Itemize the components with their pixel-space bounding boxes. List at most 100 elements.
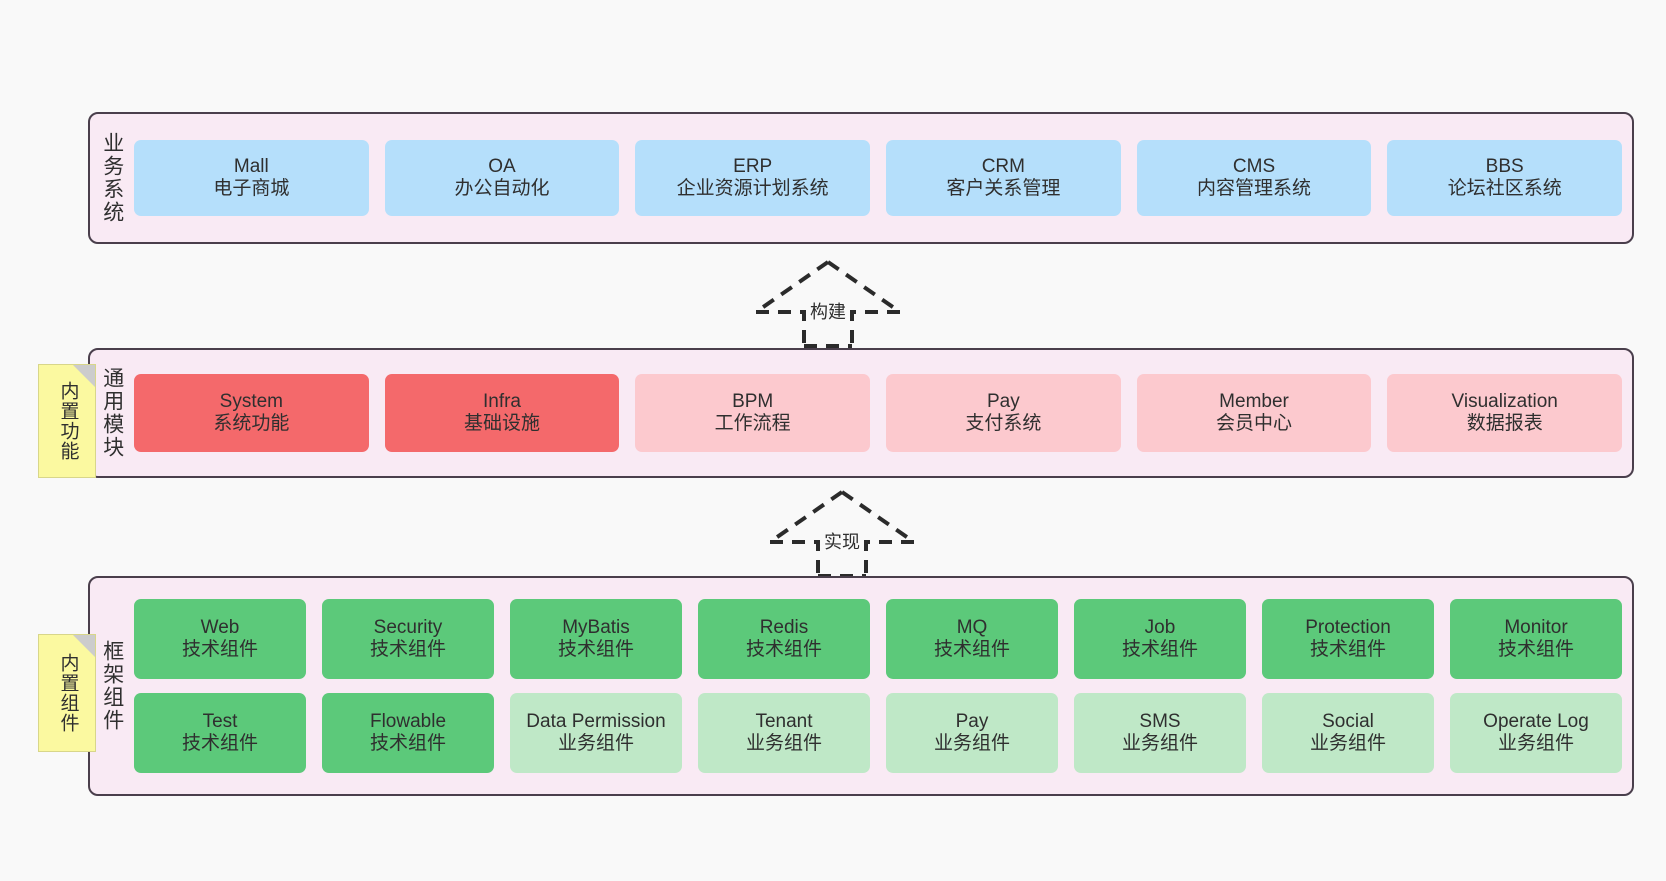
connector-label-build: 构建 [808, 298, 848, 324]
node-security[interactable]: Security 技术组件 [322, 599, 494, 679]
layer-title-framework: 框架组件 [100, 640, 124, 732]
node-mall[interactable]: Mall 电子商城 [134, 140, 369, 216]
dashed-arrow-up-icon [754, 260, 902, 348]
node-mq[interactable]: MQ 技术组件 [886, 599, 1058, 679]
node-tenant[interactable]: Tenant 业务组件 [698, 693, 870, 773]
node-social[interactable]: Social 业务组件 [1262, 693, 1434, 773]
node-system[interactable]: System 系统功能 [134, 374, 369, 452]
node-title: BPM [732, 390, 774, 412]
node-title: ERP [733, 155, 773, 177]
node-member[interactable]: Member 会员中心 [1136, 374, 1372, 452]
node-subtitle: 技术组件 [1309, 639, 1386, 660]
node-title: Member [1219, 390, 1289, 412]
node-subtitle: 支付系统 [965, 413, 1042, 434]
node-subtitle: 办公自动化 [454, 178, 550, 199]
node-subtitle: 技术组件 [181, 639, 258, 660]
node-subtitle: 业务组件 [1121, 733, 1198, 754]
node-subtitle: 内容管理系统 [1197, 178, 1312, 199]
node-subtitle: 技术组件 [1121, 639, 1198, 660]
node-job[interactable]: Job 技术组件 [1074, 599, 1246, 679]
node-title: Tenant [755, 710, 813, 732]
layer-title-common: 通用模块 [100, 367, 124, 459]
node-title: Job [1144, 616, 1176, 638]
layer-body-framework: Web 技术组件 Security 技术组件 MyBatis 技术组件 Redi… [134, 578, 1632, 794]
node-row: Mall 电子商城 OA 办公自动化 ERP 企业资源计划系统 CRM 客户关系… [134, 140, 1623, 216]
connector-realize: 实现 [762, 486, 922, 578]
node-subtitle: 技术组件 [557, 639, 634, 660]
layer-title-business: 业务系统 [100, 132, 124, 224]
node-subtitle: 业务组件 [933, 733, 1010, 754]
node-title: Data Permission [526, 710, 666, 732]
node-title: System [219, 390, 284, 412]
node-operate-log[interactable]: Operate Log 业务组件 [1450, 693, 1622, 773]
layer-business-system: 业务系统 Mall 电子商城 OA 办公自动化 ERP 企业资源计划系统 CRM… [88, 112, 1634, 244]
node-bpm[interactable]: BPM 工作流程 [635, 374, 871, 452]
node-row: System 系统功能 Infra 基础设施 BPM 工作流程 Pay 支付系统… [134, 374, 1623, 452]
connector-label-realize: 实现 [822, 528, 862, 554]
node-erp[interactable]: ERP 企业资源计划系统 [635, 140, 871, 216]
node-protection[interactable]: Protection 技术组件 [1262, 599, 1434, 679]
node-subtitle: 数据报表 [1466, 413, 1543, 434]
node-title: Pay [986, 390, 1020, 412]
node-title: Mall [233, 155, 269, 177]
node-title: Security [373, 616, 443, 638]
node-visualization[interactable]: Visualization 数据报表 [1387, 374, 1623, 452]
node-subtitle: 技术组件 [181, 733, 258, 754]
node-subtitle: 论坛社区系统 [1447, 178, 1562, 199]
node-title: MQ [956, 616, 988, 638]
node-flowable[interactable]: Flowable 技术组件 [322, 693, 494, 773]
node-row: Web 技术组件 Security 技术组件 MyBatis 技术组件 Redi… [134, 599, 1622, 679]
node-monitor[interactable]: Monitor 技术组件 [1450, 599, 1622, 679]
connector-build: 构建 [748, 256, 908, 348]
node-oa[interactable]: OA 办公自动化 [384, 140, 620, 216]
node-title: Monitor [1504, 616, 1568, 638]
node-title: CMS [1232, 155, 1276, 177]
node-subtitle: 技术组件 [369, 639, 446, 660]
node-subtitle: 系统功能 [213, 413, 290, 434]
node-test[interactable]: Test 技术组件 [134, 693, 306, 773]
node-title: Protection [1305, 616, 1391, 638]
sticky-note-builtin-component: 内置组件 [38, 634, 96, 752]
node-subtitle: 业务组件 [745, 733, 822, 754]
node-title: Infra [482, 390, 522, 412]
node-infra[interactable]: Infra 基础设施 [384, 374, 620, 452]
node-subtitle: 业务组件 [1309, 733, 1386, 754]
layer-body-business: Mall 电子商城 OA 办公自动化 ERP 企业资源计划系统 CRM 客户关系… [134, 114, 1632, 242]
sticky-note-label: 内置功能 [57, 381, 79, 461]
node-title: OA [488, 155, 516, 177]
node-title: BBS [1485, 155, 1524, 177]
node-subtitle: 电子商城 [213, 178, 290, 199]
node-row: Test 技术组件 Flowable 技术组件 Data Permission … [134, 693, 1622, 773]
node-subtitle: 技术组件 [1497, 639, 1574, 660]
layer-framework-component: 框架组件 Web 技术组件 Security 技术组件 MyBatis 技术组件… [88, 576, 1634, 796]
node-sms[interactable]: SMS 业务组件 [1074, 693, 1246, 773]
node-cms[interactable]: CMS 内容管理系统 [1136, 140, 1372, 216]
node-crm[interactable]: CRM 客户关系管理 [886, 140, 1121, 216]
sticky-note-builtin-function: 内置功能 [38, 364, 96, 478]
layer-body-common: System 系统功能 Infra 基础设施 BPM 工作流程 Pay 支付系统… [134, 350, 1632, 476]
node-title: SMS [1139, 710, 1181, 732]
node-pay-business[interactable]: Pay 业务组件 [886, 693, 1058, 773]
node-title: Test [202, 710, 238, 732]
sticky-note-label: 内置组件 [57, 653, 79, 733]
layer-common-module: 通用模块 System 系统功能 Infra 基础设施 BPM 工作流程 Pay… [88, 348, 1634, 478]
node-data-permission[interactable]: Data Permission 业务组件 [510, 693, 682, 773]
node-subtitle: 工作流程 [714, 413, 791, 434]
node-subtitle: 技术组件 [369, 733, 446, 754]
node-web[interactable]: Web 技术组件 [134, 599, 306, 679]
node-pay[interactable]: Pay 支付系统 [886, 374, 1121, 452]
node-mybatis[interactable]: MyBatis 技术组件 [510, 599, 682, 679]
node-subtitle: 业务组件 [557, 733, 634, 754]
node-title: Social [1322, 710, 1374, 732]
node-redis[interactable]: Redis 技术组件 [698, 599, 870, 679]
node-title: Web [200, 616, 240, 638]
node-title: Visualization [1451, 390, 1558, 412]
node-subtitle: 业务组件 [1497, 733, 1574, 754]
node-title: Flowable [369, 710, 447, 732]
node-subtitle: 技术组件 [933, 639, 1010, 660]
node-title: Operate Log [1483, 710, 1589, 732]
node-title: Pay [955, 710, 989, 732]
node-bbs[interactable]: BBS 论坛社区系统 [1387, 140, 1623, 216]
node-subtitle: 会员中心 [1216, 413, 1293, 434]
